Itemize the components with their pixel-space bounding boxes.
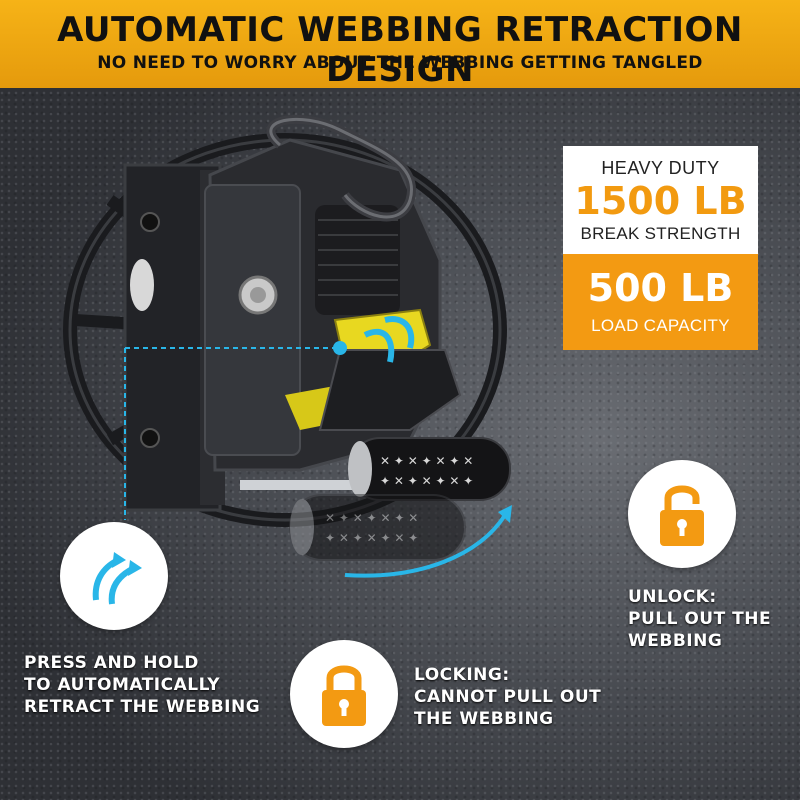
header-banner: AUTOMATIC WEBBING RETRACTION DESIGN NO N… (0, 0, 800, 90)
load-capacity-box: 500 LB LOAD CAPACITY (563, 254, 758, 350)
retract-arrows-icon (92, 552, 142, 605)
unlock-caption: UNLOCK: PULL OUT THE WEBBING (628, 586, 771, 652)
locked-padlock-icon (322, 665, 366, 726)
banner-title: AUTOMATIC WEBBING RETRACTION DESIGN (57, 10, 743, 90)
press-hold-caption: PRESS AND HOLD TO AUTOMATICALLY RETRACT … (24, 652, 260, 718)
locking-caption-line: LOCKING: (414, 665, 510, 685)
locking-caption-line: CANNOT PULL OUT (414, 687, 602, 707)
unlock-caption-line: WEBBING (628, 631, 723, 651)
heavy-duty-label: HEAVY DUTY (601, 158, 720, 178)
swing-motion-arrow (344, 513, 507, 578)
break-strength-label: BREAK STRENGTH (580, 224, 741, 243)
svg-text:✦ ✕ ✦ ✕ ✦ ✕ ✦: ✦ ✕ ✦ ✕ ✦ ✕ ✦ (380, 474, 473, 488)
svg-text:✦ ✕ ✦ ✕ ✦ ✕ ✦: ✦ ✕ ✦ ✕ ✦ ✕ ✦ (325, 531, 418, 545)
locking-caption-line: THE WEBBING (414, 709, 554, 729)
break-strength-value: 1500 LB (574, 179, 747, 223)
cyan-guide-dot (333, 341, 347, 355)
unlock-callout-circle (628, 460, 736, 568)
load-capacity-value: 500 LB (587, 266, 734, 310)
break-strength-box: HEAVY DUTY 1500 LB BREAK STRENGTH (563, 146, 758, 254)
unlock-caption-line: PULL OUT THE (628, 609, 772, 629)
latch-press-arrows (363, 316, 415, 363)
retract-callout-circle (60, 522, 168, 630)
unlocked-padlock-icon (660, 485, 704, 546)
device-shaft (240, 480, 355, 490)
unlock-caption-line: UNLOCK: (628, 587, 717, 607)
svg-text:✕ ✦ ✕ ✦ ✕ ✦ ✕: ✕ ✦ ✕ ✦ ✕ ✦ ✕ (380, 454, 473, 468)
lock-callout-circle (290, 640, 398, 748)
load-capacity-label: LOAD CAPACITY (591, 316, 730, 335)
press-caption-line: PRESS AND HOLD (24, 653, 199, 673)
svg-text:✕ ✦ ✕ ✦ ✕ ✦ ✕: ✕ ✦ ✕ ✦ ✕ ✦ ✕ (325, 511, 418, 525)
cyan-guide-lines (124, 347, 340, 520)
device-handle-roller: ✕ ✦ ✕ ✦ ✕ ✦ ✕ ✦ ✕ ✦ ✕ ✦ ✕ ✦ (348, 437, 511, 501)
locking-caption: LOCKING: CANNOT PULL OUT THE WEBBING (414, 664, 601, 730)
device-handle-roller-ghost: ✕ ✦ ✕ ✦ ✕ ✦ ✕ ✦ ✕ ✦ ✕ ✦ ✕ ✦ (289, 494, 466, 561)
press-caption-line: TO AUTOMATICALLY (24, 675, 221, 695)
banner-subtitle: NO NEED TO WORRY ABOUT THE WEBBING GETTI… (97, 53, 703, 73)
press-caption-line: RETRACT THE WEBBING (24, 697, 261, 717)
